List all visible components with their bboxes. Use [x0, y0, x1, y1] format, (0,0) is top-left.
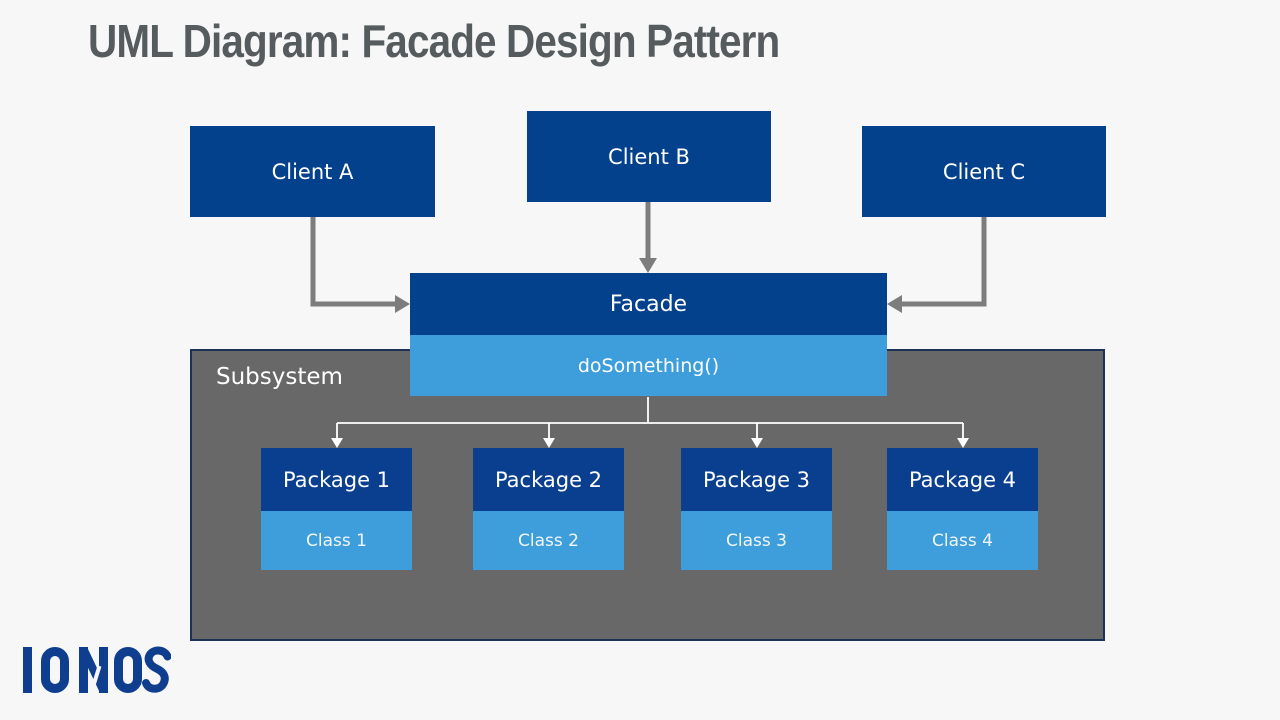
package-1-box: Package 1 Class 1 [261, 448, 412, 570]
facade-class-box: Facade doSomething() [410, 273, 887, 396]
facade-method: doSomething() [410, 335, 887, 396]
logo-letter-n-diagonal [79, 647, 108, 693]
client-a-box: Client A [190, 126, 435, 217]
package-4-name: Package 4 [887, 448, 1038, 511]
arrow-client-a-to-facade [310, 217, 410, 313]
logo-letter-o2 [114, 647, 142, 693]
package-3-box: Package 3 Class 3 [681, 448, 832, 570]
package-3-name: Package 3 [681, 448, 832, 511]
package-1-name: Package 1 [261, 448, 412, 511]
client-c-box: Client C [862, 126, 1106, 217]
subsystem-label: Subsystem [216, 364, 343, 390]
package-2-box: Package 2 Class 2 [473, 448, 624, 570]
logo-letter-s [142, 646, 171, 693]
arrow-client-c-to-facade [887, 217, 987, 313]
arrow-client-b-to-facade [639, 202, 657, 273]
package-2-class: Class 2 [473, 511, 624, 570]
package-4-box: Package 4 Class 4 [887, 448, 1038, 570]
package-4-class: Class 4 [887, 511, 1038, 570]
page-title: UML Diagram: Facade Design Pattern [88, 15, 780, 67]
logo-letter-o1 [41, 647, 69, 693]
package-3-class: Class 3 [681, 511, 832, 570]
package-2-name: Package 2 [473, 448, 624, 511]
logo-n-slash [91, 665, 102, 688]
client-b-box: Client B [527, 111, 771, 202]
ionos-logo [23, 646, 171, 693]
package-1-class: Class 1 [261, 511, 412, 570]
facade-class-name: Facade [410, 273, 887, 335]
